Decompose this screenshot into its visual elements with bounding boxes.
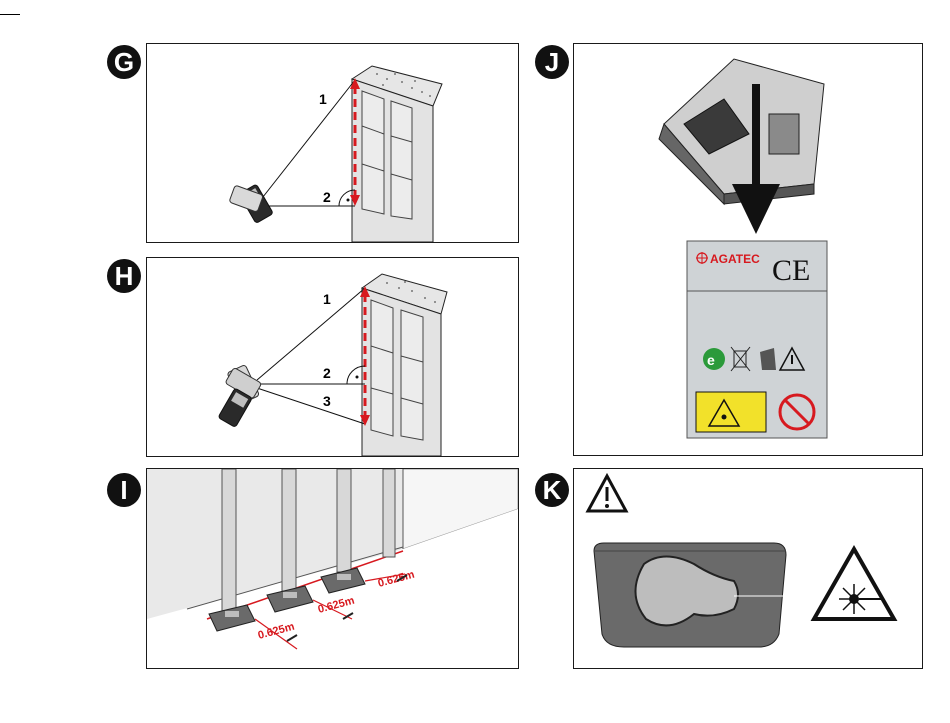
badge-k: K (535, 473, 569, 507)
ce-mark: CE (772, 254, 810, 287)
panel-h: 1 2 3 (146, 257, 519, 457)
svg-text:e: e (707, 352, 715, 368)
label-2: 2 (323, 189, 331, 205)
panel-k (573, 468, 923, 669)
brand-name: AGATEC (710, 252, 760, 266)
badge-i: I (107, 473, 141, 507)
panel-g: 1 2 (146, 43, 519, 243)
corner-mark (0, 14, 20, 15)
indirect-height-illustration: 1 2 3 (147, 258, 518, 456)
label-1: 1 (323, 291, 331, 307)
panel-j: AGATEC CE e (573, 43, 923, 456)
label-2: 2 (323, 365, 331, 381)
badge-j: J (535, 45, 569, 79)
panel-i: 0.625m 0.625m 0.625m (146, 468, 519, 669)
badge-g: G (107, 45, 141, 79)
laser-warning-icon (814, 549, 894, 619)
label-1: 1 (319, 91, 327, 107)
badge-h: H (107, 259, 141, 293)
laser-aperture-illustration (574, 469, 922, 668)
triangle-warning-icon (588, 476, 626, 511)
label-3: 3 (323, 393, 331, 409)
stakeout-illustration: 0.625m 0.625m 0.625m (147, 469, 518, 668)
label-location-illustration: AGATEC CE e (574, 44, 922, 455)
height-measure-illustration: 1 2 (147, 44, 518, 242)
